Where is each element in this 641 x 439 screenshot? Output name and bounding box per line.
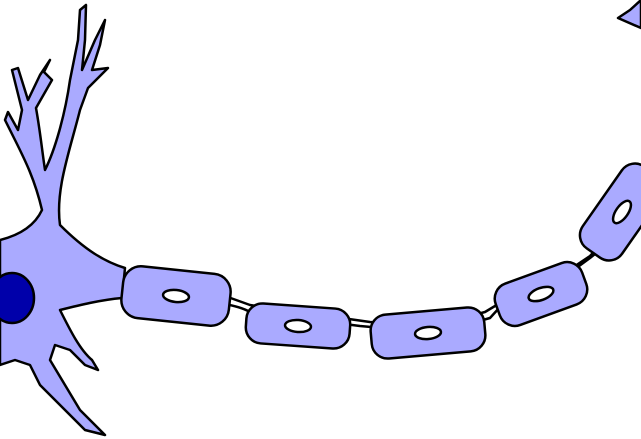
myelin-sheath-4 [493, 260, 589, 328]
axon-terminal [616, 0, 641, 30]
myelin-sheath-1 [120, 265, 232, 327]
myelin-sheath-5 [578, 162, 641, 262]
myelin-sheath-3 [369, 306, 487, 360]
nucleus [0, 271, 36, 325]
myelin-sheath-2 [244, 302, 352, 350]
cell-body [0, 3, 127, 437]
